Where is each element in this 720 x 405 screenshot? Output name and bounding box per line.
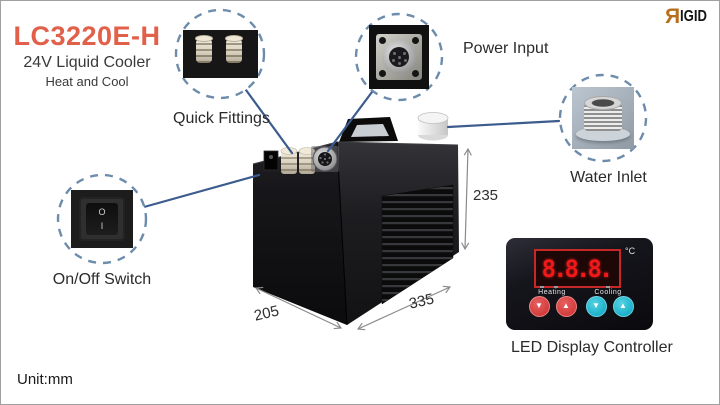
on-off-switch-label: On/Off Switch bbox=[52, 271, 152, 288]
callout-line-quick-fittings bbox=[244, 88, 294, 155]
quick-fittings-label: Quick Fittings bbox=[173, 110, 270, 127]
switch-off-mark: O bbox=[98, 207, 106, 217]
quick-fitting-icon bbox=[225, 35, 243, 63]
led-digits: 8.8.8. bbox=[541, 254, 614, 283]
dimension-arrow-length bbox=[356, 285, 452, 331]
dimension-arrows bbox=[254, 147, 472, 331]
water-inlet-photo bbox=[572, 87, 634, 149]
product-model: LC3220E-H bbox=[13, 21, 161, 51]
product-header: LC3220E-H 24V Liquid Cooler Heat and Coo… bbox=[13, 21, 161, 90]
cooler-front-face bbox=[253, 142, 347, 325]
celsius-unit: °C bbox=[625, 246, 636, 256]
switch-on-mark: I bbox=[100, 221, 104, 231]
quick-fitting-icon bbox=[195, 35, 213, 63]
brand-logo: R IGID bbox=[664, 5, 713, 28]
connector-flange bbox=[376, 34, 422, 80]
connector-ring bbox=[382, 40, 416, 74]
heating-down-button[interactable]: ▼ bbox=[528, 295, 550, 317]
callout-lines bbox=[142, 88, 561, 209]
water-inlet-label: Water Inlet bbox=[570, 169, 647, 186]
down-arrow-icon: ▼ bbox=[535, 301, 543, 310]
power-input-label: Power Input bbox=[463, 40, 549, 57]
unit-note: Unit:mm bbox=[17, 371, 73, 388]
cooler-unit bbox=[252, 112, 459, 326]
cooling-down-button[interactable]: ▼ bbox=[585, 295, 607, 317]
connector-socket bbox=[389, 47, 409, 67]
switch-bezel: O I bbox=[79, 197, 125, 241]
callout-line-water-inlet bbox=[446, 119, 561, 129]
logo-mirrored-r: R bbox=[664, 5, 681, 28]
cooling-indicator bbox=[606, 286, 610, 288]
led-display: 8.8.8. bbox=[534, 249, 621, 288]
product-subtitle: 24V Liquid Cooler bbox=[23, 54, 151, 71]
up-arrow-icon: ▲ bbox=[619, 301, 627, 310]
cooling-up-button[interactable]: ▲ bbox=[612, 295, 634, 317]
on-off-switch-photo: O I bbox=[71, 190, 133, 248]
logo-text: IGID bbox=[680, 8, 708, 25]
switch-cutout bbox=[263, 150, 279, 171]
down-arrow-icon: ▼ bbox=[592, 301, 600, 310]
heating-label: Heating bbox=[538, 289, 566, 296]
front-power-connector bbox=[311, 146, 339, 172]
heating-up-button[interactable]: ▲ bbox=[555, 295, 577, 317]
callout-line-power-input bbox=[326, 90, 374, 153]
rocker-switch: O I bbox=[86, 203, 118, 235]
dimension-height: 235 bbox=[473, 187, 499, 204]
heating-indicator bbox=[540, 286, 544, 288]
heating-indicator bbox=[554, 286, 558, 288]
ventilation-grille bbox=[381, 184, 454, 305]
connector-pins bbox=[397, 55, 401, 59]
callout-line-on-off-switch bbox=[142, 173, 261, 209]
inlet-rim bbox=[584, 96, 622, 110]
dimension-arrow-height bbox=[461, 147, 472, 251]
quick-fittings-photo bbox=[183, 30, 258, 78]
dimension-arrow-depth bbox=[254, 286, 343, 330]
power-input-photo bbox=[369, 25, 429, 89]
led-controller-panel: 8.8.8. °C Heating Cooling ▼ ▲ ▼ ▲ bbox=[506, 238, 653, 330]
up-arrow-icon: ▲ bbox=[562, 301, 570, 310]
led-controller-caption: LED Display Controller bbox=[511, 339, 673, 356]
product-tagline: Heat and Cool bbox=[45, 74, 129, 89]
cooling-label: Cooling bbox=[594, 289, 622, 296]
